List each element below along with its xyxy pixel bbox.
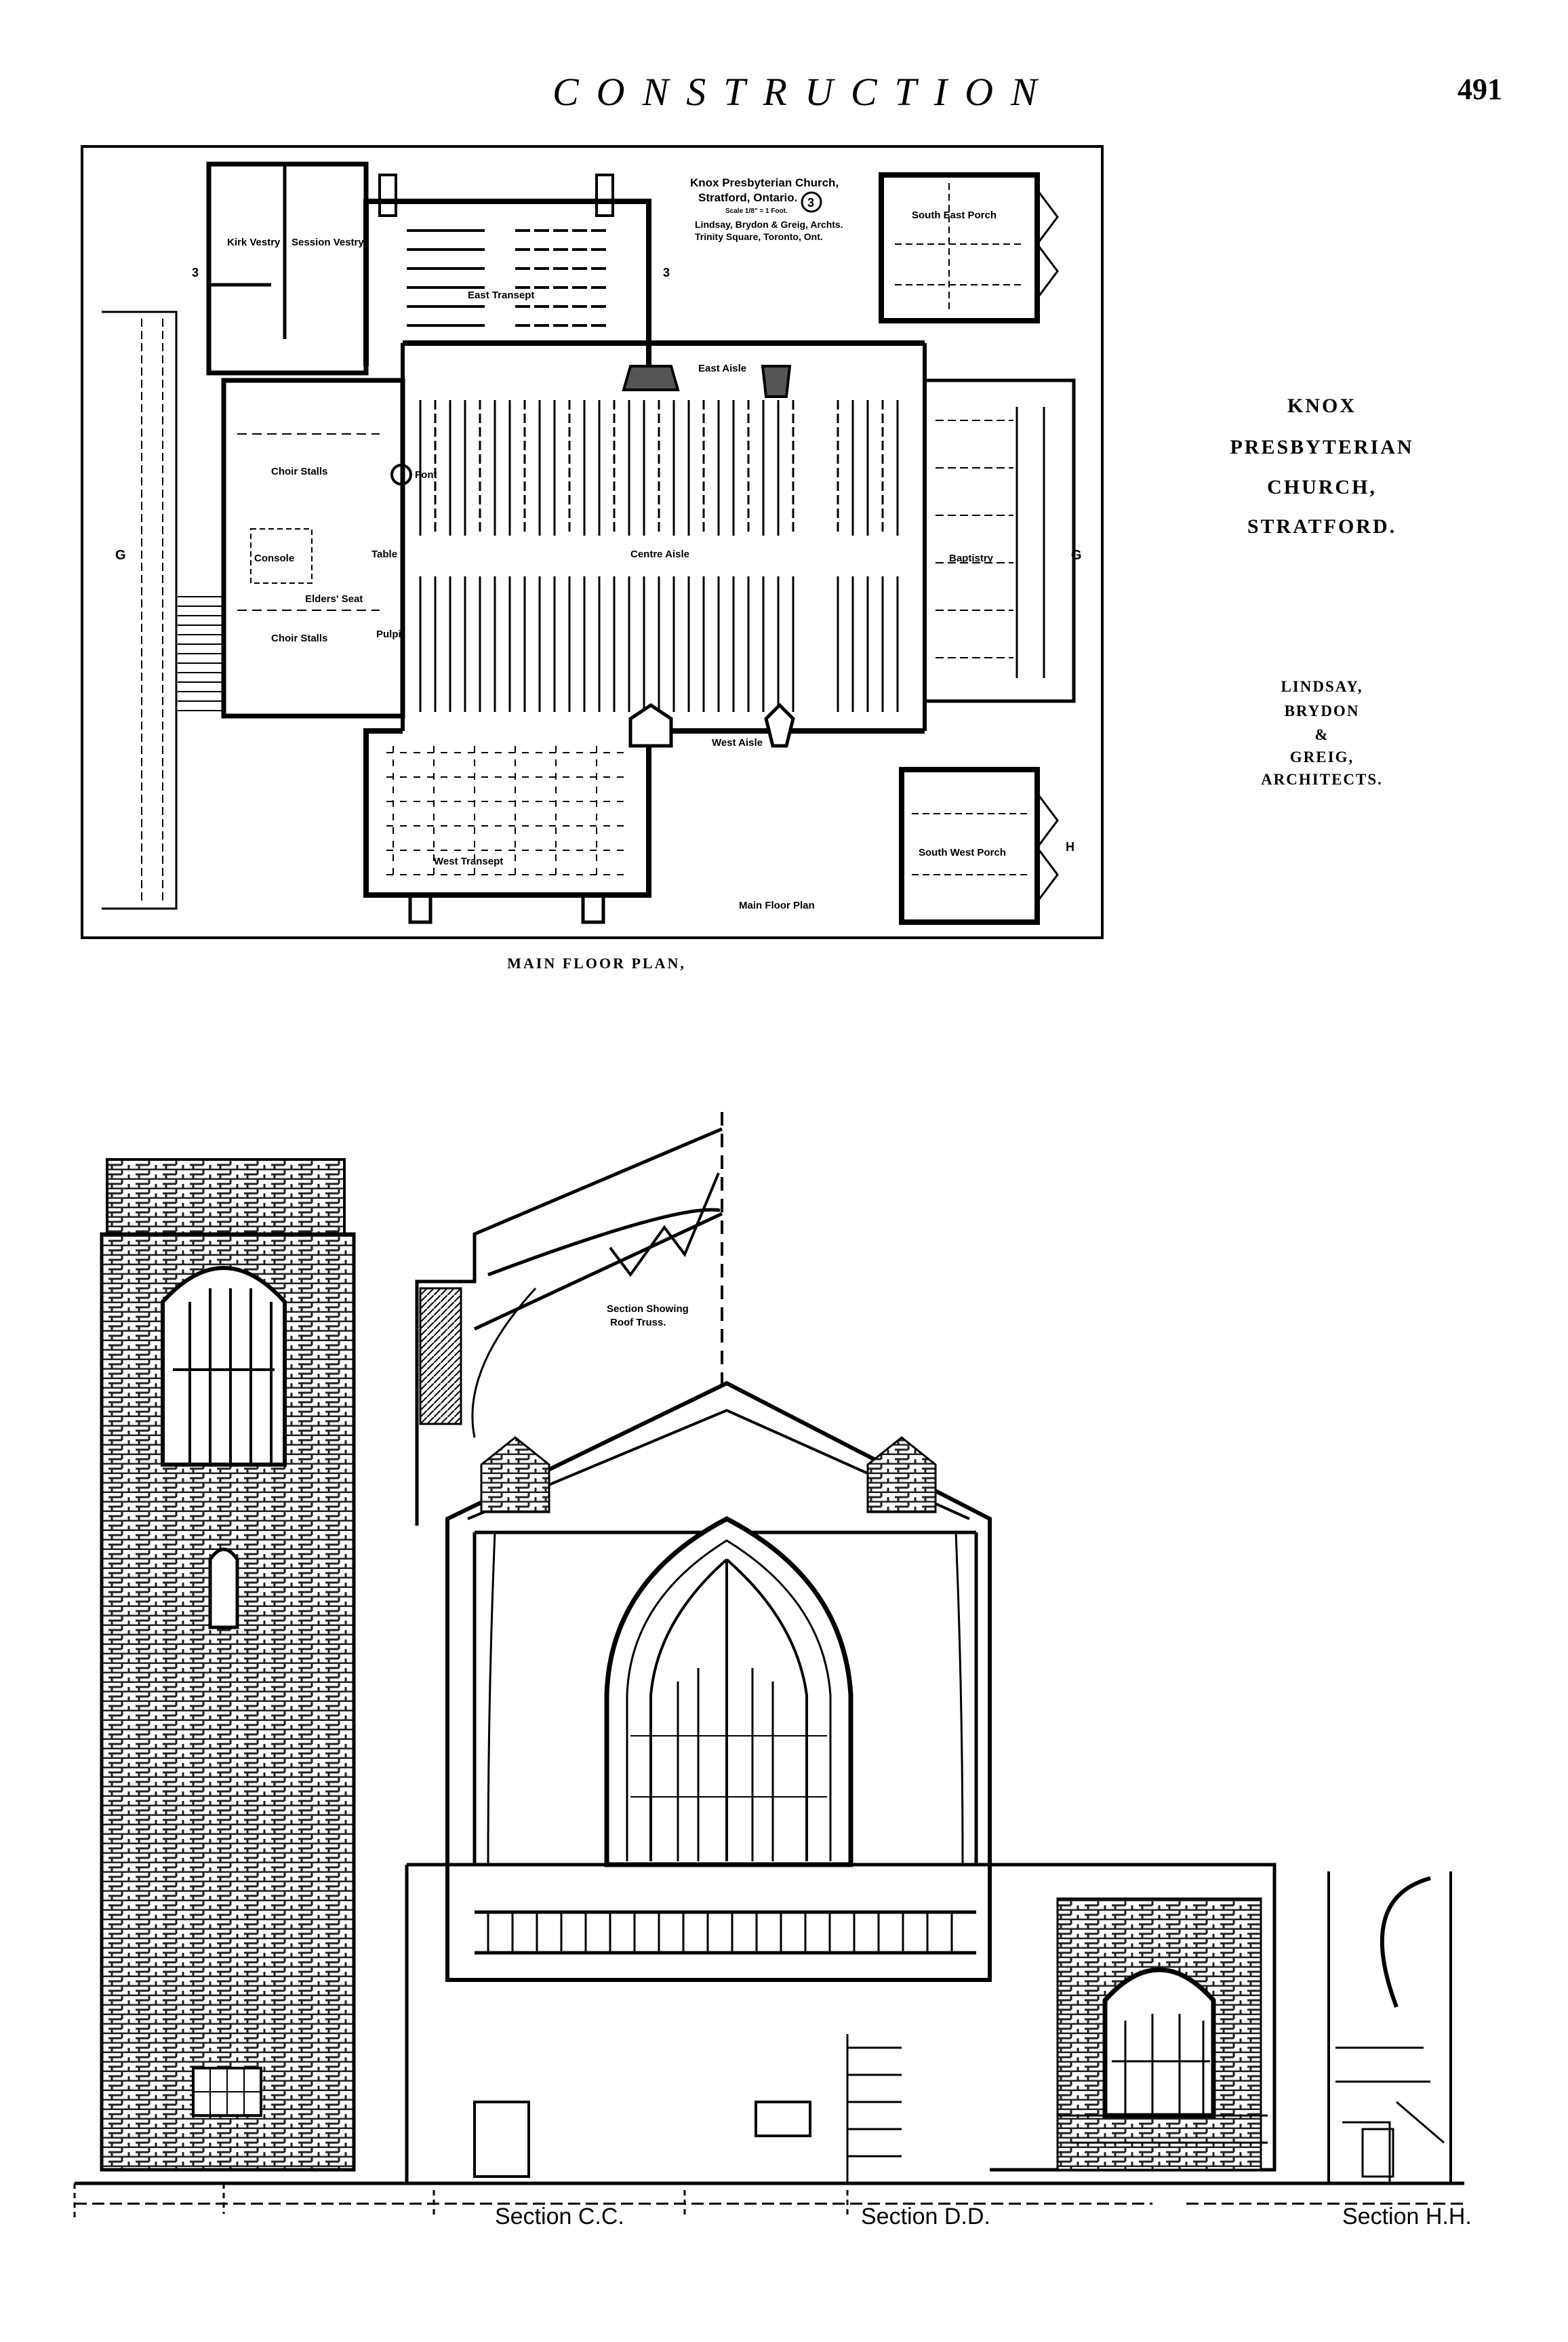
section-hh-label: Section H.H. — [1342, 2204, 1472, 2229]
architect-line-3: & — [1314, 726, 1329, 743]
label-session-vestry: Session Vestry — [292, 237, 364, 248]
sheet-number: 3 — [807, 196, 814, 210]
architect-line-5: ARCHITECTS. — [1261, 771, 1383, 788]
aisle-section — [990, 1863, 1276, 2172]
architect-line-2: BRYDON — [1284, 702, 1360, 719]
label-west-aisle: West Aisle — [712, 737, 763, 749]
label-console: Console — [254, 553, 294, 564]
label-elders-seat: Elders' Seat — [305, 593, 363, 605]
church-name-line-4: STRATFORD. — [1247, 515, 1397, 538]
label-pulpit: Pulpit — [376, 629, 405, 640]
title-block-line-1: Knox Presbyterian Church, — [690, 176, 839, 189]
label-choir-stalls-upper: Choir Stalls — [271, 466, 327, 477]
label-kirk-vestry: Kirk Vestry — [227, 237, 281, 248]
title-block-line-3: Scale 1/8" = 1 Foot. — [725, 207, 788, 215]
section-mark-3-left: 3 — [192, 266, 199, 279]
main-floor-plan-drawing: Knox Presbyterian Church, Stratford, Ont… — [81, 145, 1104, 939]
plan-frame — [81, 145, 1104, 939]
stair-treads — [178, 596, 224, 711]
running-head-title: CONSTRUCTION — [552, 70, 1055, 114]
label-west-transept: West Transept — [434, 856, 503, 867]
label-table: Table — [371, 549, 397, 560]
label-font: Font — [415, 469, 437, 481]
label-east-aisle: East Aisle — [698, 363, 746, 374]
section-dd-label: Section D.D. — [861, 2204, 990, 2229]
title-block-line-4: Lindsay, Brydon & Greig, Archts. — [695, 219, 843, 230]
page-number: 491 — [1458, 73, 1502, 106]
section-mark-h: H — [1066, 840, 1074, 854]
roof-truss-section — [415, 1112, 723, 1526]
label-south-east-porch: South East Porch — [912, 210, 997, 221]
section-cc-label: Section C.C. — [495, 2204, 624, 2229]
label-centre-aisle: Centre Aisle — [630, 549, 689, 560]
label-choir-stalls-lower: Choir Stalls — [271, 633, 327, 644]
section-mark-3-right: 3 — [663, 266, 670, 279]
section-mark-g-left: G — [115, 548, 126, 563]
floor-plan-caption: MAIN FLOOR PLAN, — [507, 955, 686, 972]
church-name-line-3: CHURCH, — [1267, 476, 1377, 498]
tower-elevation — [100, 1158, 356, 2172]
title-block-line-5: Trinity Square, Toronto, Ont. — [695, 231, 823, 242]
title-block-line-2: Stratford, Ontario. — [698, 191, 797, 204]
label-east-transept: East Transept — [468, 290, 534, 301]
section-hh — [1327, 1871, 1452, 2185]
nave-section-dd — [405, 1381, 992, 2183]
sections-drawing: Section Showing Roof Truss. — [73, 1112, 1472, 2229]
label-main-floor-plan: Main Floor Plan — [739, 900, 815, 911]
label-baptistry: Baptistry — [949, 553, 994, 564]
roof-truss-note-line-1: Section Showing — [607, 1303, 689, 1315]
label-south-west-porch: South West Porch — [919, 847, 1006, 858]
roof-truss-note-line-2: Roof Truss. — [610, 1317, 666, 1328]
section-mark-g-right: G — [1071, 548, 1082, 563]
architect-line-1: LINDSAY, — [1281, 678, 1363, 695]
church-name-line-2: PRESBYTERIAN — [1230, 436, 1414, 458]
church-name-line-1: KNOX — [1287, 395, 1356, 417]
architect-line-4: GREIG, — [1289, 749, 1354, 766]
